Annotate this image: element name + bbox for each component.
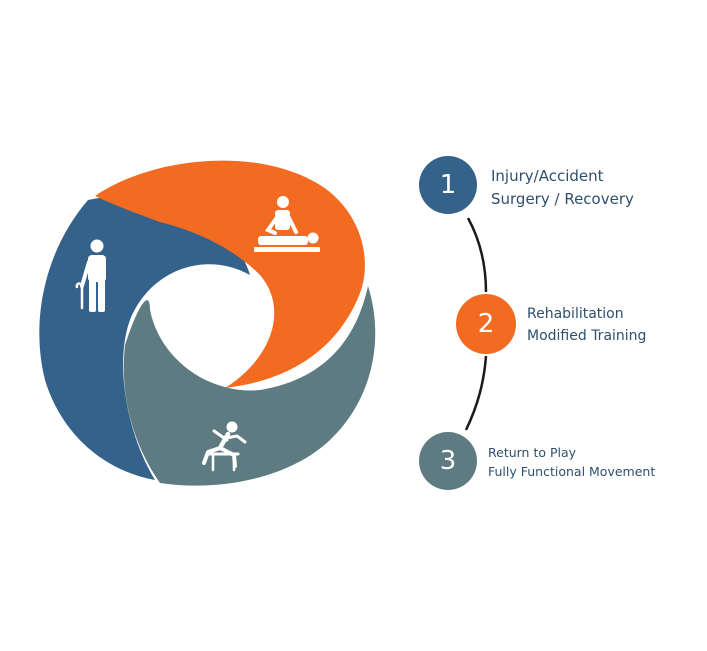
step-3-subtitle: Fully Functional Movement xyxy=(488,464,656,480)
step-2-label: Rehabilitation Modified Training xyxy=(527,304,646,347)
step-1-label: Injury/Accident Surgery / Recovery xyxy=(491,165,634,212)
segment-slate xyxy=(123,286,376,486)
timeline-connector-lower xyxy=(464,355,488,431)
step-3-title: Return to Play xyxy=(488,445,577,460)
step-3-label: Return to Play Fully Functional Movement xyxy=(488,443,655,482)
step-3-number-badge: 3 xyxy=(419,432,477,490)
step-2-title: Rehabilitation xyxy=(527,306,624,322)
elderly-person-with-cane-icon xyxy=(75,239,106,312)
step-1-subtitle: Surgery / Recovery xyxy=(491,190,634,209)
hurdle-runner-icon xyxy=(202,421,247,472)
segment-orange xyxy=(95,160,365,388)
step-2-number-badge: 2 xyxy=(456,294,516,354)
physiotherapy-massage-icon xyxy=(254,196,320,252)
timeline-connector-upper xyxy=(466,217,488,293)
step-1-number-badge: 1 xyxy=(419,156,477,214)
step-2-subtitle: Modified Training xyxy=(527,327,647,344)
step-1-title: Injury/Accident xyxy=(491,167,604,185)
